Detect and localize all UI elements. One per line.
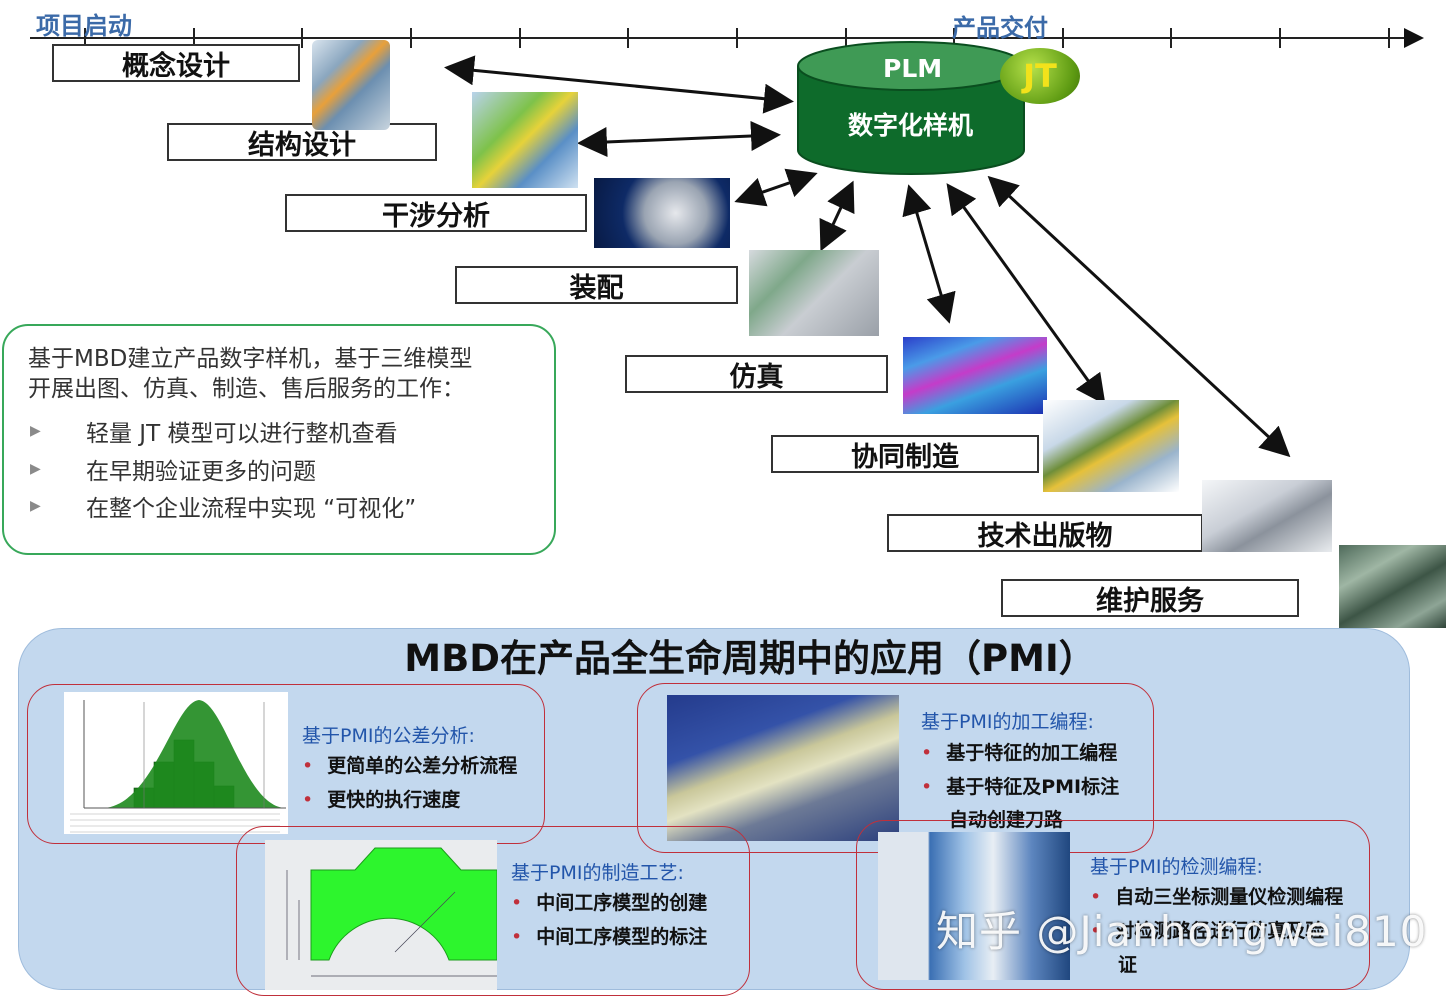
triangle-bullet-icon: ▶ (30, 423, 41, 439)
pmi-card-process (236, 826, 750, 996)
info-bullet: ▶ 轻量 JT 模型可以进行整机查看 (30, 414, 397, 448)
process-model-drawing-image (265, 840, 497, 990)
jt-badge: JT (1000, 48, 1080, 104)
structure-model-image (472, 92, 578, 188)
stage-technical-publication: 技术出版物 (887, 514, 1203, 552)
inspection-software-screenshot (878, 832, 1070, 980)
arrow-interference (734, 168, 818, 207)
info-bullet-text: 在早期验证更多的问题 (86, 459, 316, 485)
stage-structure-design: 结构设计 (167, 123, 437, 161)
simulation-model-image (903, 337, 1047, 414)
stage-collaborative-manufacturing: 协同制造 (771, 435, 1039, 473)
info-line-2: 开展出图、仿真、制造、售后服务的工作： (28, 376, 465, 402)
pmi-card-machining-item: •基于特征的加工编程 (921, 742, 1118, 764)
pmi-card-machining-title: 基于PMI的加工编程: (921, 711, 1094, 733)
pmi-card-inspection-item: •对检测路径进行仿真及验 (1090, 920, 1325, 942)
stage-interference-analysis: 干涉分析 (285, 194, 587, 232)
interference-model-image (594, 178, 730, 248)
pmi-card-process-title: 基于PMI的制造工艺: (511, 862, 684, 884)
stage-simulation: 仿真 (625, 355, 888, 393)
stage-maintenance-service: 维护服务 (1001, 579, 1299, 617)
info-bullet: ▶ 在整个企业流程中实现 “可视化” (30, 489, 416, 523)
assembly-model-image (749, 250, 879, 336)
pmi-card-tolerance-title: 基于PMI的公差分析: (302, 725, 475, 747)
jt-badge-label: JT (1023, 57, 1057, 95)
triangle-bullet-icon: ▶ (30, 498, 41, 514)
arrow-structure (577, 121, 781, 157)
engine-model-image (312, 40, 390, 130)
mbd-info-box: 基于MBD建立产品数字样机，基于三维模型 开展出图、仿真、制造、售后服务的工作：… (2, 324, 556, 555)
info-bullet: ▶ 在早期验证更多的问题 (30, 452, 316, 486)
pmi-card-machining-item: •基于特征及PMI标注 (921, 776, 1120, 798)
pmi-card-tolerance-item: •更快的执行速度 (302, 789, 461, 811)
pmi-card-process-item: •中间工序模型的创建 (511, 892, 708, 914)
stage-concept-design: 概念设计 (52, 44, 300, 82)
arrow-concept (444, 55, 794, 114)
timeline-start-label: 项目启动 (36, 12, 132, 40)
pmi-card-tolerance-item: •更简单的公差分析流程 (302, 755, 518, 777)
arrow-simulation (902, 184, 956, 324)
maintenance-photo-image (1339, 545, 1446, 628)
pmi-card-inspection-title: 基于PMI的检测编程: (1090, 856, 1263, 878)
zhihu-watermark: 知乎 @Jianhongwei810 (936, 907, 1428, 956)
info-bullet-text: 轻量 JT 模型可以进行整机查看 (86, 421, 398, 447)
pmi-section-title: MBD在产品全生命周期中的应用（PMI） (404, 637, 1096, 680)
info-bullet-text: 在整个企业流程中实现 “可视化” (86, 496, 417, 522)
plm-top-label: PLM (883, 54, 943, 83)
manufacturing-line-image (1043, 400, 1179, 492)
pmi-card-inspection-item: •自动三坐标测量仪检测编程 (1090, 886, 1344, 908)
plm-database-icon (797, 41, 1025, 175)
machining-fixture-image (667, 695, 899, 841)
stage-assembly: 装配 (455, 266, 738, 304)
pmi-card-inspection-item: 证 (1118, 954, 1138, 976)
pmi-card-inspection (856, 820, 1370, 990)
tolerance-histogram-image (64, 692, 288, 834)
arrow-assembly (819, 180, 855, 252)
arrow-publication (987, 175, 1291, 458)
pmi-card-process-item: •中间工序模型的标注 (511, 926, 708, 948)
triangle-bullet-icon: ▶ (30, 461, 41, 477)
timeline-end-label: 产品交付 (952, 14, 1048, 42)
info-line-1: 基于MBD建立产品数字样机，基于三维模型 (28, 346, 473, 372)
publication-model-image (1202, 480, 1332, 552)
plm-body-label: 数字化样机 (848, 111, 974, 140)
